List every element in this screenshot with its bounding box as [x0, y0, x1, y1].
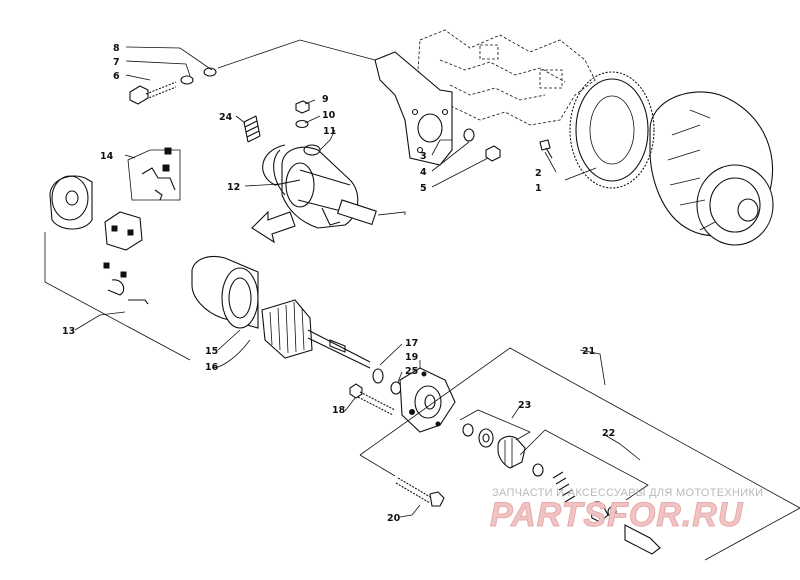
- callout-19: 19: [405, 352, 418, 363]
- starter-cable: [262, 144, 301, 186]
- thrust-washers: [372, 368, 402, 395]
- leader-lines: [74, 39, 641, 518]
- boot-spring: [243, 115, 261, 143]
- callout-10: 10: [322, 110, 336, 121]
- end-cap: [49, 175, 93, 230]
- drive-clutch: [649, 91, 774, 246]
- callout-4: 4: [420, 167, 427, 178]
- brush-set: [127, 147, 181, 201]
- callout-12: 12: [227, 182, 240, 193]
- drive-pinion-set: [459, 409, 531, 469]
- callout-21: 21: [582, 346, 595, 357]
- callout-15: 15: [205, 346, 218, 357]
- starter-assembly: [273, 144, 377, 229]
- callout-5: 5: [420, 183, 427, 194]
- bracket-hardware: [463, 128, 553, 162]
- brush-springs: [103, 262, 149, 305]
- long-bolt: [359, 454, 445, 507]
- callout-labels: 1 2 3 4 5 6 7 8 9 10 11 12 13 14 15 16 1…: [62, 43, 615, 524]
- callout-17: 17: [405, 338, 418, 349]
- watermark-tagline: ЗАПЧАСТИ И АКСЕССУАРЫ ДЛЯ МОТОТЕХНИКИ: [492, 487, 764, 499]
- callout-bracket-13: [44, 232, 191, 361]
- drive-housing: [399, 367, 456, 433]
- callout-16: 16: [205, 362, 219, 373]
- front-arrow: [251, 210, 296, 244]
- terminal-nut: [295, 100, 310, 129]
- callout-14: 14: [100, 151, 114, 162]
- callout-6: 6: [113, 71, 120, 82]
- ring-gear: [569, 71, 655, 189]
- callout-25: 25: [405, 366, 418, 377]
- brush-holder: [104, 211, 143, 251]
- callout-1: 1: [535, 183, 542, 194]
- callout-7: 7: [113, 57, 120, 68]
- callout-3: 3: [420, 151, 427, 162]
- bolt-washer-set: [129, 67, 217, 105]
- through-bolt: [349, 383, 396, 416]
- drive-spring-set: [519, 429, 661, 555]
- armature-axis-line: [211, 339, 251, 369]
- callout-bracket-23: [459, 409, 531, 441]
- callout-2: 2: [535, 168, 542, 179]
- callout-9: 9: [322, 94, 329, 105]
- mounting-bracket: [374, 51, 453, 166]
- callout-24: 24: [219, 112, 233, 123]
- callout-22: 22: [602, 428, 615, 439]
- callout-18: 18: [332, 405, 346, 416]
- callout-13: 13: [62, 326, 75, 337]
- callout-8: 8: [113, 43, 120, 54]
- callout-bracket-21: [359, 347, 800, 561]
- motor-housing: [191, 255, 259, 329]
- callout-20: 20: [387, 513, 401, 524]
- callout-23: 23: [518, 400, 531, 411]
- callout-bracket-22: [519, 429, 649, 501]
- armature: [261, 299, 371, 369]
- watermark-brand: PARTSFOR.RU: [489, 496, 744, 535]
- callout-11: 11: [323, 126, 336, 137]
